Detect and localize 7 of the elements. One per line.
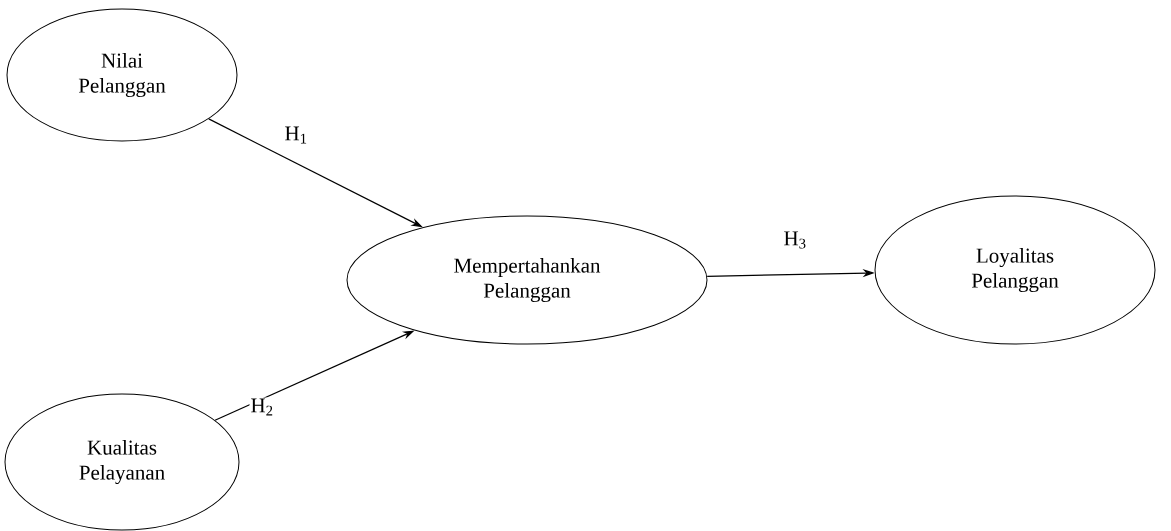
ellipse-node: Loyalitas Pelanggan xyxy=(874,195,1156,345)
ellipse-node: Nilai Pelanggan xyxy=(6,8,238,142)
ellipse-node: Mempertahankan Pelanggan xyxy=(346,215,708,345)
edge-label: H$_{1}$ xyxy=(283,125,309,145)
edge-label: H$_{3}$ xyxy=(782,230,808,250)
ellipse-node: Kualitas Pelayanan xyxy=(4,393,240,531)
edge-label: H$_{2}$ xyxy=(249,397,275,417)
